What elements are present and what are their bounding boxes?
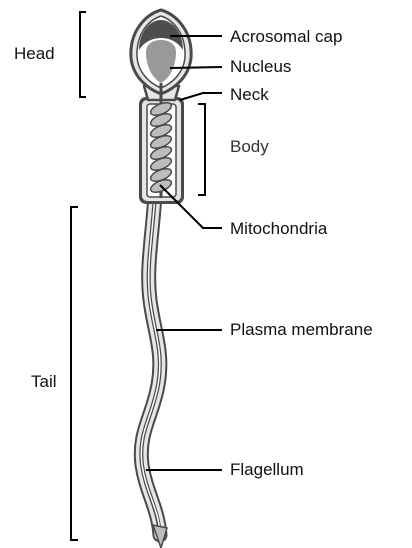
label-neck: Neck <box>230 85 269 105</box>
tail-bracket <box>71 207 78 540</box>
group-label-head: Head <box>14 44 55 64</box>
leader-nucleus <box>170 67 222 68</box>
label-mitochondria: Mitochondria <box>230 219 327 239</box>
head-bracket <box>80 12 86 97</box>
label-acrosomal-cap: Acrosomal cap <box>230 27 342 47</box>
mitochondria-helix <box>149 100 173 195</box>
leader-neck <box>180 93 222 100</box>
label-plasma-membrane: Plasma membrane <box>230 320 373 340</box>
group-label-tail: Tail <box>31 372 57 392</box>
body-bracket <box>198 104 205 195</box>
label-nucleus: Nucleus <box>230 57 291 77</box>
label-flagellum: Flagellum <box>230 460 304 480</box>
label-body: Body <box>230 137 269 157</box>
